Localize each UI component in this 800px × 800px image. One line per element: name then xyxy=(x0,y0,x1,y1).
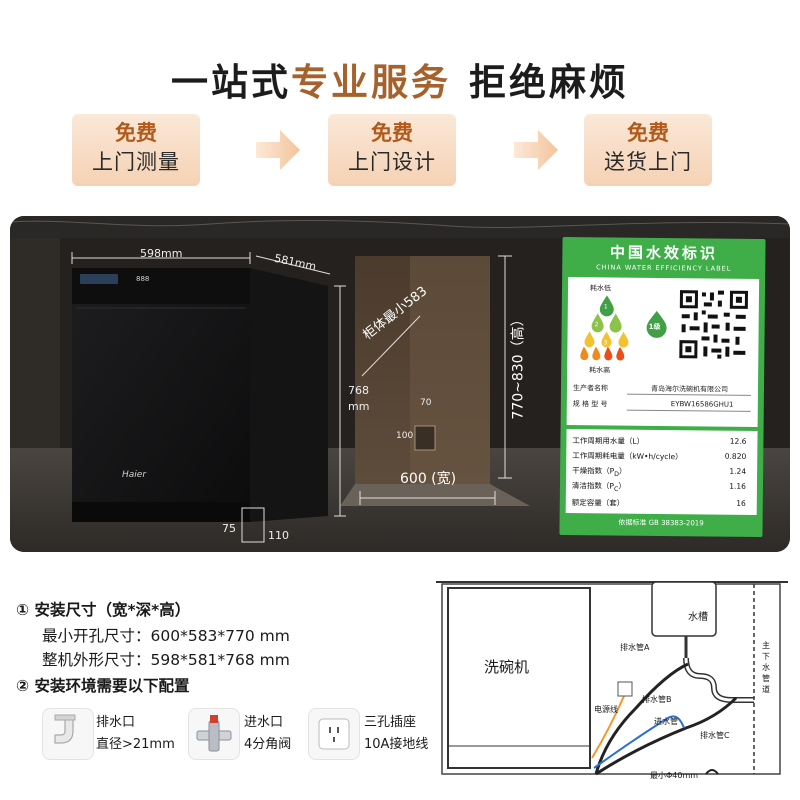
spec-row: 干燥指数（PD）1.24 xyxy=(572,466,747,479)
arrow-right-icon xyxy=(514,130,558,170)
diagram-drain-b: 排水管B xyxy=(642,695,672,704)
model-label: 规 格 型 号 xyxy=(572,400,608,409)
socket-detail: 10A接地线 xyxy=(364,737,429,752)
angle-valve-icon xyxy=(196,715,232,752)
cabinet-height: 770~830（高） xyxy=(510,312,527,420)
headline-part-1: 一站式 xyxy=(171,61,291,104)
arrow-right-icon xyxy=(256,130,300,170)
service-name: 上门测量 xyxy=(92,150,180,174)
spec-row: 清洁指数（PC）1.16 xyxy=(571,481,747,494)
water-drop-grade-icon xyxy=(580,295,629,361)
inlet-detail: 4分角阀 xyxy=(244,737,292,752)
drain-pipe-icon xyxy=(54,714,76,744)
drain-title: 排水口 xyxy=(96,715,136,730)
label-grade-panel: 耗水低 1 2 3 4 5 耗水高 1级 xyxy=(566,277,760,427)
service-card-delivery: 免费 送货上门 xyxy=(584,114,712,186)
low-water-text: 耗水低 xyxy=(589,284,612,293)
headline-part-3: 拒绝麻烦 xyxy=(469,61,629,104)
spec-row: 工作周期用水量（L）12.6 xyxy=(572,436,747,446)
service-card-design: 免费 上门设计 xyxy=(328,114,456,186)
drop-number: 3 xyxy=(603,339,608,347)
socket-title: 三孔插座 xyxy=(364,715,417,730)
dishwasher-side xyxy=(250,268,328,522)
label-subtitle: CHINA WATER EFFICIENCY LABEL xyxy=(596,263,732,273)
service-free-label: 免费 xyxy=(115,121,157,145)
diagram-drain-a: 排水管A xyxy=(620,643,650,652)
headline: 一站式专业服务拒绝麻烦 xyxy=(0,52,800,106)
dim-base-depth: 110 xyxy=(268,529,289,542)
diagram-drawing xyxy=(436,581,788,776)
dim-height: 768 xyxy=(348,384,369,397)
dim-base-height: 75 xyxy=(222,522,236,535)
headline-part-2: 专业服务 xyxy=(291,61,451,104)
service-card-measure: 免费 上门测量 xyxy=(72,114,200,186)
diagram-min-diameter: 最小Φ40mm xyxy=(650,771,699,780)
qr-code-icon xyxy=(677,288,751,361)
water-efficiency-label: 中国水效标识 CHINA WATER EFFICIENCY LABEL 耗水低 … xyxy=(559,236,766,538)
cabinet-notch-height: 100 xyxy=(396,431,414,441)
grade-badge-icon xyxy=(646,310,667,338)
panel-display: 888 xyxy=(136,275,150,283)
install-env-title: ② 安装环境需要以下配置 xyxy=(16,677,190,695)
cabinet-width: 600 (宽) xyxy=(400,471,457,487)
service-name: 送货上门 xyxy=(604,150,692,174)
socket-card xyxy=(308,708,360,760)
label-standard: 依据标准 GB 38383-2019 xyxy=(618,518,704,528)
diagram-inlet: 进水管 xyxy=(654,717,678,726)
socket-icon xyxy=(318,718,350,750)
drop-number: 4 xyxy=(589,353,593,360)
overall-size: 整机外形尺寸：598*581*768 mm xyxy=(42,651,290,669)
install-size-title: ① 安装尺寸（宽*深*高） xyxy=(16,601,191,619)
inlet-card xyxy=(188,708,240,760)
brand-logo: Haier xyxy=(122,470,147,480)
dim-width: 598mm xyxy=(140,247,183,260)
service-name: 上门设计 xyxy=(348,150,436,174)
diagram-drain-c: 排水管C xyxy=(700,731,730,740)
diagram-main-pipe: 主下水管道 xyxy=(762,641,770,694)
cabinet-notch-width: 70 xyxy=(420,398,432,408)
drop-number: 2 xyxy=(594,321,599,329)
spec-row: 额定容量（套）16 xyxy=(571,498,746,508)
inlet-title: 进水口 xyxy=(244,715,284,730)
diagram-sink: 水槽 xyxy=(688,612,708,623)
min-opening-size: 最小开孔尺寸：600*583*770 mm xyxy=(42,627,290,645)
countertop xyxy=(10,216,790,238)
drop-number: 1 xyxy=(603,303,608,311)
dim-height-unit: mm xyxy=(348,400,370,413)
label-spec-panel: 工作周期用水量（L）12.6 工作周期耗电量（kW•h/cycle）0.820 … xyxy=(565,428,758,515)
drain-card xyxy=(42,708,94,760)
manufacturer-label: 生产者名称 xyxy=(572,384,609,393)
model-number: EYBW16586GHU1 xyxy=(670,400,734,409)
drop-number: 5 xyxy=(613,353,617,360)
dishwasher-front xyxy=(72,268,250,522)
service-free-label: 免费 xyxy=(371,121,413,145)
service-free-label: 免费 xyxy=(627,121,669,145)
installation-diagram: 洗碗机 水槽 排水管A 排水管B 排水管C 电源线 进水管 主下水管道 最小Φ4… xyxy=(436,578,788,786)
spec-row: 工作周期耗电量（kW•h/cycle）0.820 xyxy=(572,451,747,462)
diagram-power-cable: 电源线 xyxy=(594,705,618,714)
high-water-text: 耗水高 xyxy=(589,366,611,375)
diagram-dishwasher: 洗碗机 xyxy=(484,658,530,676)
label-title: 中国水效标识 xyxy=(609,243,718,263)
grade-text: 1级 xyxy=(648,322,661,331)
drain-detail: 直径>21mm xyxy=(96,737,175,752)
